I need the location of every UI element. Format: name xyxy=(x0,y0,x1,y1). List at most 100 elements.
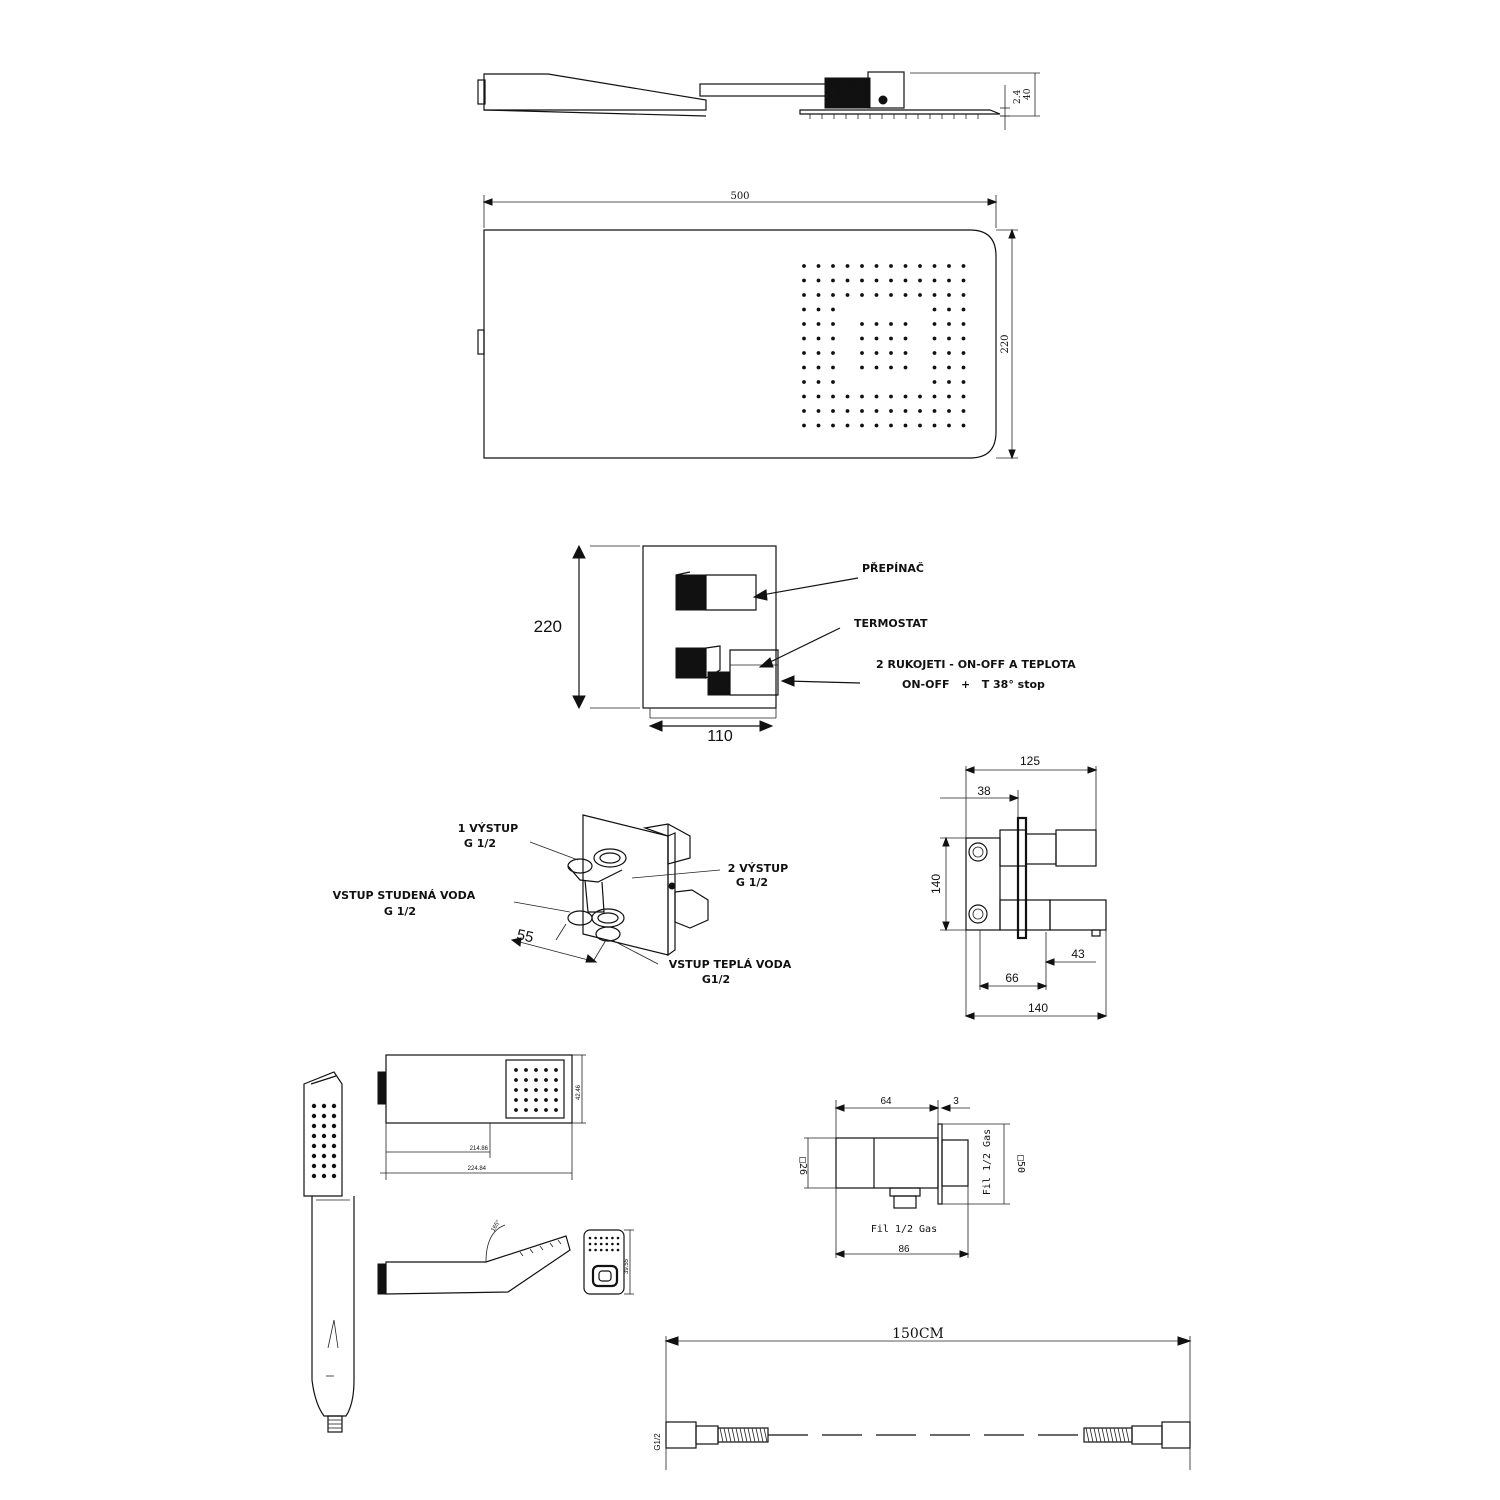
nozzle-dot xyxy=(831,264,835,268)
nozzle-dot xyxy=(961,409,966,413)
nozzle-dot xyxy=(889,293,893,297)
nozzle-dot xyxy=(874,336,879,341)
nozzle-dot xyxy=(311,1143,317,1149)
hose-coil xyxy=(1105,1427,1110,1443)
nozzle-dot xyxy=(947,278,951,283)
hand-shower-side: 165° 39.55 xyxy=(377,1219,634,1295)
nozzle-dot xyxy=(802,278,806,283)
hose-coil xyxy=(763,1427,768,1443)
nozzle-dot xyxy=(932,336,937,341)
hose-coil xyxy=(735,1427,740,1443)
nozzle-dot xyxy=(802,307,806,312)
nozzle-dot xyxy=(611,1236,614,1240)
hose-coil xyxy=(1125,1427,1130,1443)
nozzle-dot xyxy=(544,1108,548,1112)
nozzle-dot xyxy=(845,278,850,283)
nozzle-dot xyxy=(961,365,966,370)
dim-38: 38 xyxy=(977,784,991,798)
nozzle-dot xyxy=(947,423,951,428)
label-handles: 2 RUKOJETI - ON-OFF A TEPLOTA xyxy=(876,658,1076,671)
label-outlet2-thread: G 1/2 xyxy=(736,876,768,889)
nozzle-dot xyxy=(331,1123,337,1129)
hose-length: 150CM xyxy=(892,1326,944,1342)
thread-bottom: Fil 1/2 Gas xyxy=(871,1224,937,1235)
label-cold-thread: G 1/2 xyxy=(384,905,416,918)
nozzle-dot xyxy=(321,1143,327,1149)
hose-coil xyxy=(1109,1427,1114,1443)
nozzle-dot xyxy=(816,307,821,312)
nozzle-dot xyxy=(524,1068,528,1072)
nozzle-dot xyxy=(860,365,864,370)
dim-valve-height: 220 xyxy=(534,617,562,636)
nozzle-dot xyxy=(616,1236,620,1240)
shower-hose: 150CM G1/2 xyxy=(653,1326,1192,1470)
hose-thread: G1/2 xyxy=(653,1433,662,1451)
nozzle-dot xyxy=(544,1078,548,1082)
dim-50: □50 xyxy=(1015,1155,1026,1173)
nozzle-dot xyxy=(311,1153,317,1159)
nozzle-dot xyxy=(903,336,908,341)
nozzle-dot xyxy=(903,394,908,399)
hose-coil xyxy=(731,1427,736,1443)
dim-width: 500 xyxy=(730,191,749,202)
nozzle-dot xyxy=(802,365,806,370)
nozzle-dot xyxy=(845,409,850,413)
nozzle-dot xyxy=(802,264,806,268)
nozzle-dot xyxy=(311,1163,317,1169)
hose-coil xyxy=(743,1427,748,1443)
hose-coil xyxy=(1097,1427,1102,1443)
nozzle-dot xyxy=(932,293,937,297)
nozzle-dot xyxy=(331,1163,337,1169)
nozzle-dot xyxy=(860,264,864,268)
nozzle-dot xyxy=(599,1242,603,1246)
nozzle-dot xyxy=(554,1098,558,1102)
nozzle-dot xyxy=(860,293,864,297)
nozzle-dot xyxy=(874,278,879,283)
nozzle-dot xyxy=(889,278,893,283)
nozzle-dot xyxy=(918,278,922,283)
hose-coil xyxy=(1117,1427,1122,1443)
hand-shower-front xyxy=(303,1071,355,1433)
nozzle-grid xyxy=(802,264,966,428)
nozzle-dot xyxy=(961,307,966,312)
nozzle-dot xyxy=(831,380,835,384)
nozzle-dot xyxy=(616,1248,620,1252)
nozzle-dot xyxy=(802,322,806,326)
nozzle-dot xyxy=(874,293,879,297)
nozzle-dot xyxy=(802,380,806,384)
hose-coil xyxy=(1085,1427,1090,1443)
hand-top-nozzle-grid xyxy=(514,1068,558,1112)
valve-front-view: 220 110 PŘEPÍNAČ TERMOSTAT 2 RUKOJETI - … xyxy=(534,544,1076,745)
nozzle-dot xyxy=(311,1103,317,1109)
nozzle-dot xyxy=(594,1236,597,1240)
dim-140-vertical: 140 xyxy=(929,874,943,894)
nozzle-dot xyxy=(845,264,850,268)
nozzle-dot xyxy=(544,1098,548,1102)
nozzle-dot xyxy=(534,1088,538,1092)
nozzle-dot xyxy=(831,278,835,283)
hand-shower-top: 214.86 224.84 42.46 xyxy=(377,1054,586,1180)
dim-height: 40 xyxy=(1023,88,1033,100)
nozzle-dot xyxy=(947,394,951,399)
nozzle-dot xyxy=(594,1248,597,1252)
nozzle-dot xyxy=(311,1113,317,1119)
nozzle-dot xyxy=(889,365,893,370)
nozzle-dot xyxy=(544,1088,548,1092)
nozzle-dot xyxy=(961,380,966,384)
nozzle-dot xyxy=(932,351,937,355)
nozzle-dot xyxy=(903,264,908,268)
nozzle-dot xyxy=(524,1088,528,1092)
nozzle-dot xyxy=(932,264,937,268)
nozzle-dot xyxy=(889,322,893,326)
nozzle-dot xyxy=(802,351,806,355)
hose-coil xyxy=(747,1427,752,1443)
nozzle-dot xyxy=(918,293,922,297)
nozzle-dot xyxy=(961,351,966,355)
nozzle-dot xyxy=(331,1173,337,1179)
nozzle-dot xyxy=(947,307,951,312)
nozzle-dot xyxy=(544,1068,548,1072)
nozzle-dot xyxy=(874,365,879,370)
nozzle-dot xyxy=(802,336,806,341)
dim-66: 66 xyxy=(1005,971,1019,985)
dim-43: 43 xyxy=(1071,947,1085,961)
